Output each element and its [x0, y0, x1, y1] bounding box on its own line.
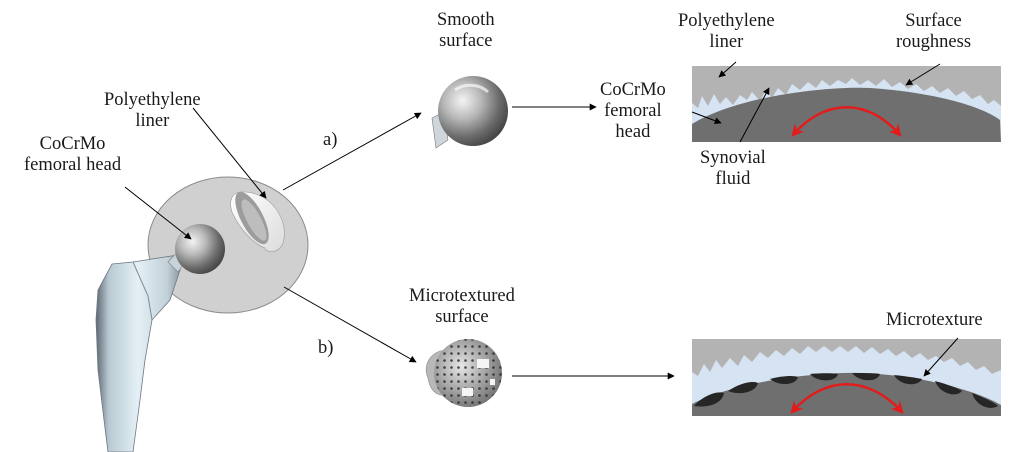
- detail-a-head-label: CoCrMo femoral head: [600, 80, 666, 142]
- left-head-label: CoCrMo femoral head: [24, 134, 122, 175]
- smooth-surface-label: Smooth surface: [437, 10, 495, 51]
- branch-a-tag: a): [323, 130, 338, 150]
- arrow-a: [282, 112, 422, 191]
- detail-a-liner-leader: [718, 61, 737, 78]
- detail-a-head-leader: [691, 111, 722, 125]
- microtextured-surface-label: Microtextured surface: [409, 286, 515, 327]
- detail-b-microtexture-leader: [923, 337, 959, 377]
- microtextured-head-render: [425, 339, 502, 407]
- femoral-head-section: [692, 87, 1001, 142]
- detail-a-roughness-leader: [905, 63, 941, 86]
- microtexture-dimples: [694, 373, 998, 408]
- smooth-head-render: [431, 76, 508, 149]
- branch-b-tag: b): [318, 338, 334, 358]
- detail-a-fluid-label: Synovial fluid: [700, 148, 766, 189]
- femoral-stem: [95, 254, 181, 452]
- head-leader: [124, 186, 192, 240]
- detail-b-cross-section: [692, 339, 1001, 416]
- motion-arrow-a: [791, 106, 902, 137]
- femoral-head: [175, 224, 225, 274]
- detail-b-microtexture-label: Microtexture: [886, 310, 983, 330]
- motion-arrow-b: [790, 383, 904, 414]
- liner-leader: [192, 107, 267, 199]
- detail-a-cross-section: [692, 66, 1001, 142]
- detail-a-liner-label: Polyethylene liner: [678, 11, 775, 52]
- detail-a-roughness-label: Surface roughness: [896, 11, 972, 52]
- left-liner-label: Polyethylene liner: [104, 90, 201, 131]
- detail-a-fluid-leader: [739, 87, 770, 143]
- arrow-b: [283, 286, 417, 363]
- hip-implant-illustration: [95, 176, 309, 452]
